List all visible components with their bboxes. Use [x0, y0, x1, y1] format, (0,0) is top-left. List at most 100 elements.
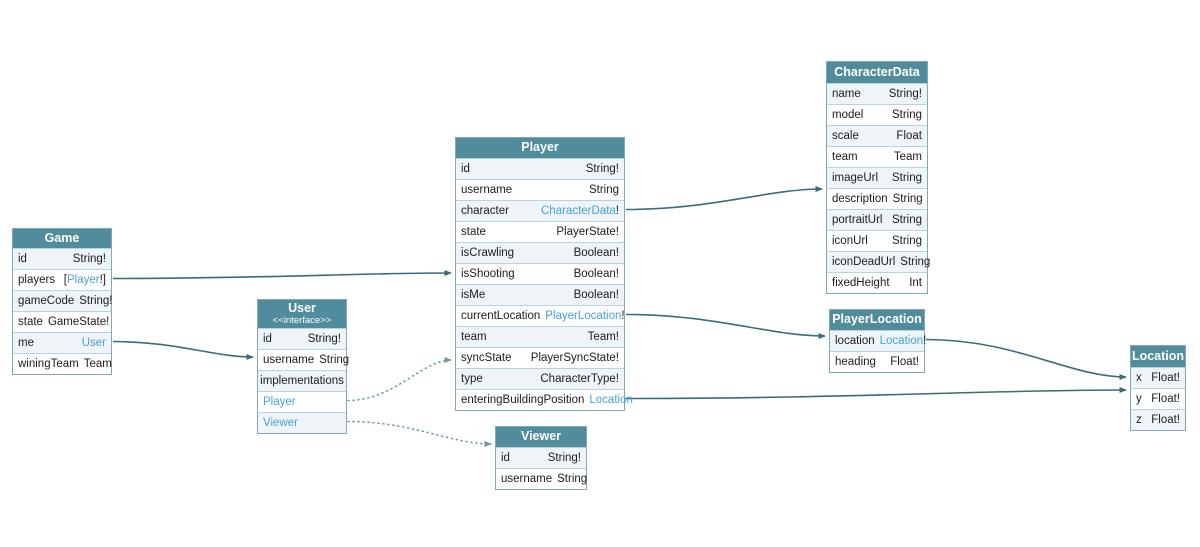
table-header-game[interactable]: Game: [13, 229, 111, 248]
type-text: Float: [896, 130, 922, 142]
type-reference-link[interactable]: PlayerLocation: [545, 310, 622, 322]
type-text: GameState!: [47, 316, 110, 328]
field-row-player-username[interactable]: username String: [456, 179, 624, 200]
implementation-link: Player: [263, 396, 296, 408]
relationship-arrow-user-player-to-player: [347, 357, 452, 402]
table-stereotype: <<interface>>: [272, 314, 332, 326]
field-name: scale: [832, 130, 859, 142]
type-text: String!: [72, 253, 106, 265]
table-header-user[interactable]: User<<interface>>: [258, 300, 346, 328]
field-type: GameState!: [48, 316, 109, 328]
field-name: state: [461, 226, 486, 238]
field-name: location: [835, 335, 875, 347]
type-text: !: [621, 310, 625, 322]
type-reference-link[interactable]: User: [81, 337, 106, 349]
field-row-location-y[interactable]: y Float!: [1131, 388, 1185, 409]
table-title: User: [288, 300, 316, 315]
field-row-characterdata-scale[interactable]: scale Float: [827, 125, 927, 146]
field-type: Location: [589, 394, 632, 406]
field-type: Int: [909, 277, 922, 289]
table-header-player[interactable]: Player: [456, 138, 624, 158]
field-row-user-implementations[interactable]: implementations: [258, 370, 346, 391]
type-text: String!: [79, 295, 113, 307]
field-type: [Player!]: [64, 274, 106, 286]
relationship-arrow-game-players-to-player: [112, 270, 452, 280]
type-reference-link[interactable]: Location: [589, 394, 633, 406]
table-header-playerlocation[interactable]: PlayerLocation: [830, 310, 924, 330]
field-name: implementations: [260, 375, 344, 387]
field-type: Boolean!: [574, 289, 619, 301]
relationship-arrow-player-enteringbuildingposition-to-location: [625, 387, 1127, 400]
field-name: y: [1136, 393, 1142, 405]
field-name: username: [263, 354, 315, 366]
field-row-viewer-username[interactable]: username String: [496, 468, 587, 489]
field-name: username: [461, 184, 513, 196]
type-reference-link[interactable]: CharacterData: [541, 205, 616, 217]
type-reference-link[interactable]: Location: [879, 335, 924, 347]
field-name: isShooting: [461, 268, 515, 280]
field-name: isMe: [461, 289, 486, 301]
field-row-player-isme[interactable]: isMe Boolean!: [456, 284, 624, 305]
field-row-user-player[interactable]: Player: [258, 391, 346, 412]
field-type: String!: [586, 163, 619, 175]
field-row-game-state[interactable]: state GameState!: [13, 311, 111, 332]
relationship-arrow-playerlocation-location-to-location: [925, 338, 1127, 380]
type-text: !: [615, 205, 619, 217]
relationship-arrow-player-character-to-characterdata: [625, 186, 823, 211]
type-text: String: [588, 184, 619, 196]
table-header-location[interactable]: Location: [1131, 346, 1185, 367]
field-type: String: [892, 235, 922, 247]
type-text: String: [557, 473, 588, 485]
field-type: String: [892, 172, 922, 184]
field-row-user-viewer[interactable]: Viewer: [258, 412, 346, 433]
field-type: Boolean!: [574, 268, 619, 280]
table-header-viewer[interactable]: Viewer: [496, 427, 586, 447]
field-name: team: [461, 331, 487, 343]
type-reference-link[interactable]: Player: [67, 274, 100, 286]
type-text: PlayerSyncState!: [530, 352, 619, 364]
field-name: username: [501, 473, 553, 485]
field-name: name: [832, 88, 861, 100]
type-text: Float!: [1151, 393, 1180, 405]
field-type: String: [557, 473, 587, 485]
type-text: String!: [307, 333, 341, 345]
field-type: String!: [308, 333, 341, 345]
field-name: state: [18, 316, 43, 328]
field-name: model: [832, 109, 864, 121]
table-header-characterdata[interactable]: CharacterData: [827, 62, 927, 83]
field-row-game-players[interactable]: players[Player!]: [13, 269, 111, 290]
table-title: PlayerLocation: [832, 312, 922, 327]
field-row-player-isshooting[interactable]: isShooting Boolean!: [456, 263, 624, 284]
type-text: String!: [585, 163, 619, 175]
